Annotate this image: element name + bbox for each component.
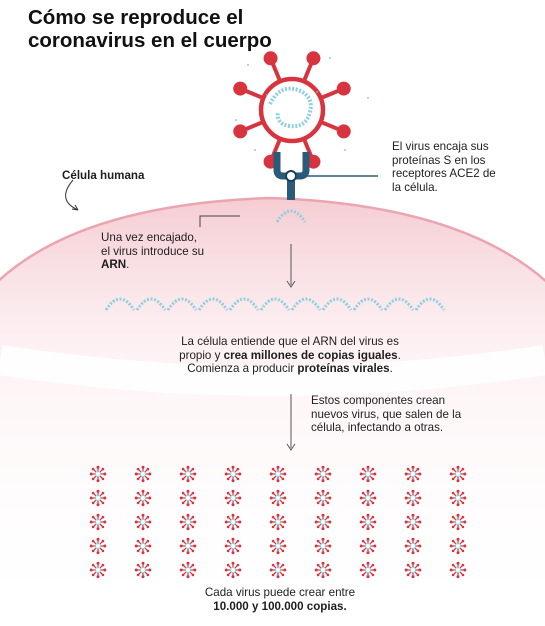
virus-copy-icon	[134, 561, 152, 579]
virus-copy-icon	[179, 561, 197, 579]
step4-line: célula, infectando a otras.	[311, 421, 444, 434]
virus-copy-icon	[224, 489, 242, 507]
virus-copy-icon	[89, 465, 107, 483]
virus-copy-icon	[404, 537, 422, 555]
virus-copy-icon	[269, 513, 287, 531]
virus-spike	[301, 61, 314, 84]
virus-spike-head	[233, 124, 248, 139]
virus-copy-icon	[449, 561, 467, 579]
step3-line3-plain: Comienza a producir	[187, 362, 298, 375]
virus-copy-icon	[179, 489, 197, 507]
virus-copy-icon	[224, 537, 242, 555]
virus-spike	[243, 119, 266, 132]
step4-text: Estos componentes crean nuevos virus, qu…	[311, 394, 461, 435]
step3-text: La célula entiende que el ARN del virus …	[90, 335, 490, 376]
virus-copy-icon	[314, 465, 332, 483]
virus-copy-icon	[314, 489, 332, 507]
page-title: Cómo se reproduce el coronavirus en el c…	[28, 6, 272, 52]
step3-line1: La célula entiende que el ARN del virus …	[181, 335, 399, 348]
sparkle-dots	[235, 57, 369, 151]
virus-copy-icon	[89, 561, 107, 579]
step4-line: Estos componentes crean	[311, 394, 446, 407]
step4-line: nuevos virus, que salen de la	[311, 407, 462, 421]
step3-line2-plain: propio y	[179, 348, 224, 362]
virus-spike-head	[306, 51, 321, 66]
footer-line1: Cada virus puede crear entre	[204, 586, 356, 599]
virus-spike-head	[233, 81, 248, 96]
step2-tail: .	[126, 258, 130, 271]
virus-spike-head	[336, 81, 351, 96]
virus-copy-icon	[134, 513, 152, 531]
virus-copy-icon	[89, 513, 107, 531]
virus-copy-icon	[134, 489, 152, 507]
step2-line: Una vez encajado,	[101, 231, 198, 244]
step2-text: Una vez encajado, el virus introduce su …	[101, 231, 204, 272]
virus-copy-icon	[359, 561, 377, 579]
virus-copy-icon	[224, 465, 242, 483]
step1-line: proteínas S en los	[392, 153, 486, 167]
human-cell-arrow	[65, 179, 79, 211]
virus-copy-icon	[89, 489, 107, 507]
virus-copy-icon	[179, 513, 197, 531]
virus-spike	[243, 88, 266, 101]
virus-copy-icon	[134, 465, 152, 483]
virus-copy-icon	[224, 513, 242, 531]
step1-line: receptores ACE2 de	[392, 167, 496, 180]
virus-spike	[318, 88, 341, 101]
virus-copy-icon	[404, 465, 422, 483]
virus-copy-icon	[179, 465, 197, 483]
virus-copy-icon	[314, 513, 332, 531]
virus-copy-icon	[134, 537, 152, 555]
step3-line2-bold: crea millones de copias iguales	[223, 348, 398, 362]
virus-copy-icon	[314, 561, 332, 579]
virus-spike-head	[263, 51, 278, 66]
step3-line3-tail: .	[389, 362, 393, 375]
virus-copy-icon	[224, 561, 242, 579]
virus-spike	[301, 136, 314, 159]
step2-bold: ARN	[101, 258, 127, 271]
virus-copy-icon	[269, 489, 287, 507]
virus-spike-head	[336, 124, 351, 139]
virus-icon	[233, 51, 351, 169]
virus-copy-icon	[449, 465, 467, 483]
virus-copy-icon	[359, 489, 377, 507]
virus-copy-icon	[314, 537, 332, 555]
step3-line2-tail: .	[397, 348, 401, 362]
virus-copy-icon	[449, 489, 467, 507]
footer-line2: 10.000 y 100.000 copias.	[213, 599, 347, 613]
virus-copy-icon	[89, 537, 107, 555]
virus-copy-icon	[449, 537, 467, 555]
step2-line: el virus introduce su	[101, 244, 205, 258]
step1-text: El virus encaja sus proteínas S en los r…	[392, 140, 496, 194]
step2-pointer-line	[199, 215, 240, 227]
virus-copy-icon	[404, 561, 422, 579]
arrow-down-1	[286, 244, 296, 288]
virus-copy-icon	[269, 465, 287, 483]
virus-copy-icon	[404, 489, 422, 507]
human-cell-label: Célula humana	[62, 169, 145, 182]
arrow-down-2	[286, 394, 296, 451]
virus-copy-icon	[269, 561, 287, 579]
step1-line: El virus encaja sus	[392, 140, 489, 153]
cell-membrane	[0, 196, 545, 626]
virus-copy-icon	[359, 465, 377, 483]
virus-copy-icon	[269, 537, 287, 555]
virus-copy-icon	[359, 513, 377, 531]
virus-spike	[270, 61, 283, 84]
virus-copy-icon	[359, 537, 377, 555]
step1-line: la célula.	[392, 180, 438, 194]
virus-copy-icon	[449, 513, 467, 531]
virus-spike	[318, 119, 341, 132]
virus-copy-icon	[404, 513, 422, 531]
virus-copy-icon	[179, 537, 197, 555]
footer-text: Cada virus puede crear entre 10.000 y 10…	[130, 586, 430, 613]
step3-line3-bold: proteínas virales	[297, 362, 390, 375]
